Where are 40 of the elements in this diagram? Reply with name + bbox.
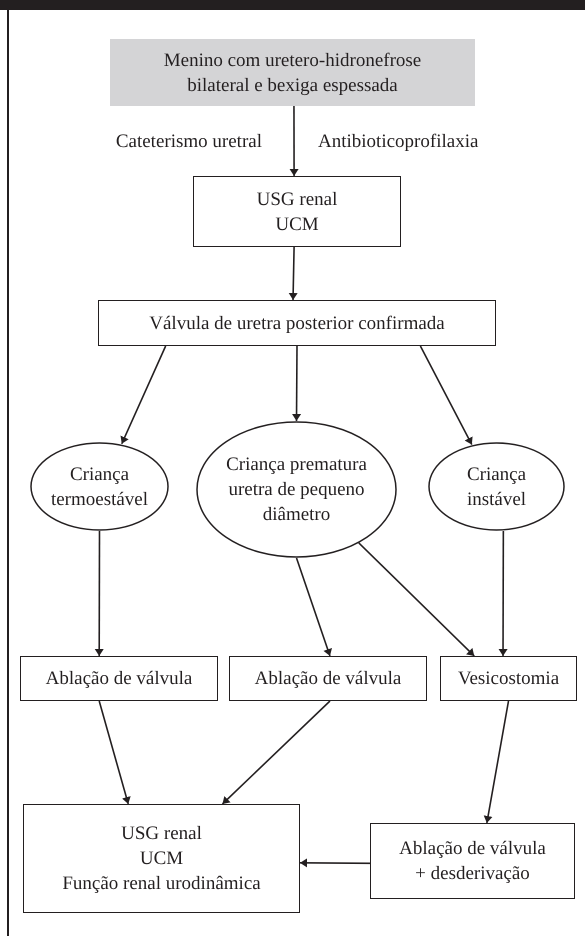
arrow [420,346,473,446]
procedure-label: Cateterismo uretral [116,130,262,154]
arrow [358,542,475,657]
node-text: USG renal [121,822,202,846]
process-box [20,656,218,701]
arrow [300,859,370,866]
node-text: Ablação de válvula [46,667,192,691]
process-box [229,656,427,701]
node-text: Criança instável [466,462,528,512]
node-text: Válvula de uretra posterior confirmada [149,312,445,336]
arrow [296,558,332,656]
node-text: USG renal [256,188,338,212]
node-text: Vesicostomia [458,667,560,691]
procedure-label: Antibioticoprofilaxia [318,130,478,154]
node-text: Menino com uretero-hidronefrose bilateral e bexiga espessada [162,48,422,98]
condition-ellipse [30,442,169,531]
node-text: Criança prematura uretra de pequeno diâmetro [225,453,368,527]
process-box [370,823,575,899]
process-box [98,300,496,346]
arrow [121,346,166,444]
process-box [23,804,300,913]
condition-ellipse [428,442,565,531]
arrow [98,700,130,804]
process-box [440,656,577,701]
arrow [290,246,297,300]
arrow [96,531,103,656]
node-text: UCM [140,847,184,871]
arrow [484,700,510,824]
node-text: Ablação de válvula [254,667,402,691]
node-text: UCM [275,212,319,236]
process-box [193,176,401,247]
node-text: Ablação de válvula + desderivação [398,837,547,886]
arrow [222,700,331,805]
condition-ellipse [196,421,397,558]
arrow [293,346,300,421]
start-box [110,39,475,106]
arrow [290,106,298,176]
node-text: Função renal urodinâmica [62,872,261,896]
node-text: Criança termoestável [50,462,150,512]
arrow [500,531,507,656]
